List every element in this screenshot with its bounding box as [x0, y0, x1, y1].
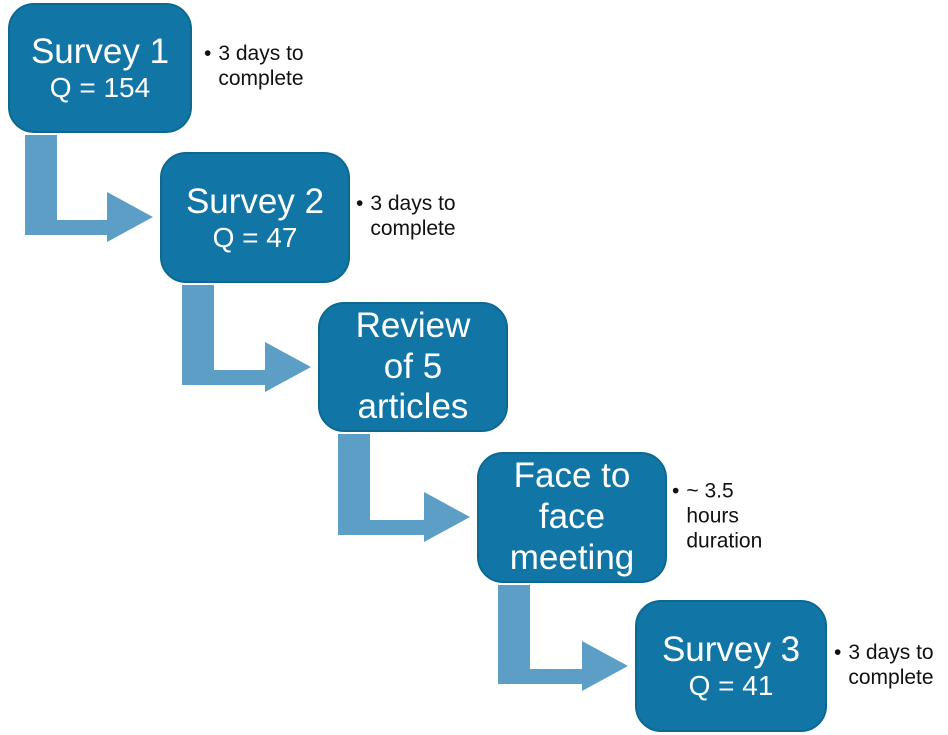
step-title: Review of 5 articles: [355, 305, 471, 427]
step-box-review-articles: Review of 5 articles: [318, 302, 508, 432]
note-survey-2: • 3 days to complete: [356, 192, 456, 242]
step-box-face-to-face-meeting: Face to face meeting: [477, 452, 667, 583]
flow-arrow-2: [182, 285, 311, 392]
note-survey-1: • 3 days to complete: [204, 42, 304, 92]
note-text: 3 days to complete: [370, 192, 456, 240]
step-box-survey-1: Survey 1 Q = 154: [8, 3, 192, 133]
step-box-survey-2: Survey 2 Q = 47: [160, 152, 350, 283]
step-title: Survey 2: [185, 181, 325, 221]
step-box-survey-3: Survey 3 Q = 41: [635, 600, 827, 732]
step-title: Survey 3: [661, 630, 801, 670]
note-text: 3 days to complete: [218, 42, 304, 90]
bullet-icon: •: [204, 42, 212, 66]
step-q-value: Q = 41: [688, 670, 774, 702]
bullet-icon: •: [834, 641, 842, 665]
bullet-icon: •: [356, 192, 364, 216]
note-face-to-face-meeting: • ~ 3.5 hours duration: [672, 480, 762, 555]
step-title: Survey 1: [30, 32, 170, 72]
bullet-icon: •: [672, 479, 680, 503]
step-q-value: Q = 47: [212, 221, 298, 253]
step-q-value: Q = 154: [49, 72, 151, 104]
flow-arrow-1: [25, 135, 153, 242]
flow-arrow-3: [338, 434, 470, 542]
note-text: 3 days to complete: [848, 641, 934, 689]
note-survey-3: • 3 days to complete: [834, 641, 934, 691]
flow-arrow-4: [498, 585, 628, 691]
step-title: Face to face meeting: [509, 456, 635, 577]
note-text: ~ 3.5 hours duration: [686, 479, 763, 553]
